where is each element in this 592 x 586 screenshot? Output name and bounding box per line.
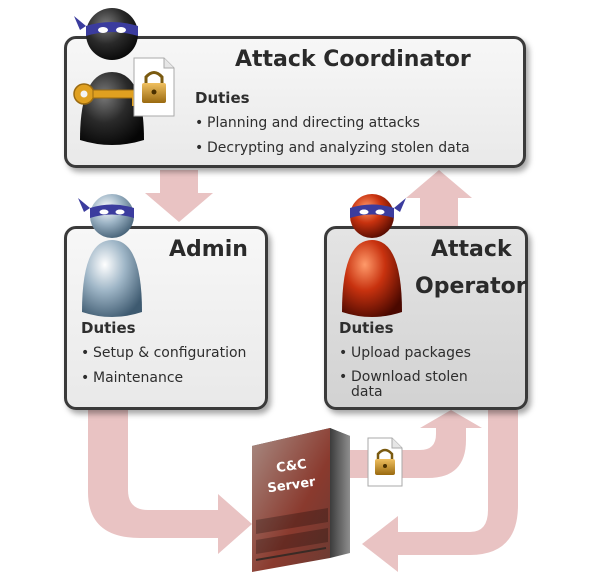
arrow-coordinator-to-admin — [145, 170, 213, 222]
arrow-admin-to-server — [88, 410, 252, 554]
arrow-operator-to-server — [362, 410, 518, 572]
locked-document-icon — [367, 437, 403, 487]
list-item: Decrypting and analyzing stolen data — [195, 140, 515, 157]
admin-box: Admin Duties Setup & configuration Maint… — [64, 226, 268, 410]
list-item: Planning and directing attacks — [195, 115, 515, 132]
operator-title-line1: Attack — [431, 237, 512, 262]
coordinator-duties-heading: Duties — [195, 89, 250, 107]
server-tower-icon — [252, 428, 350, 572]
list-item: Upload packages — [339, 345, 489, 362]
arrow-operator-to-coordinator — [406, 170, 472, 228]
coordinator-title: Attack Coordinator — [235, 47, 471, 72]
admin-duties-list: Setup & configuration Maintenance — [81, 345, 266, 395]
coordinator-duties-list: Planning and directing attacks Decryptin… — [195, 115, 515, 165]
operator-title-line2: Operator — [415, 274, 527, 299]
admin-duties-heading: Duties — [81, 319, 136, 337]
admin-title: Admin — [169, 237, 248, 262]
list-item: Download stolen data — [339, 370, 489, 400]
attack-operator-box: Attack Operator Duties Upload packages D… — [324, 226, 528, 410]
list-item: Maintenance — [81, 370, 266, 387]
server-label-line2: Server — [267, 475, 317, 497]
operator-duties-heading: Duties — [339, 319, 394, 337]
server-label-line1: C&C — [275, 457, 307, 476]
attack-coordinator-box: Attack Coordinator Duties Planning and d… — [64, 36, 526, 168]
operator-duties-list: Upload packages Download stolen data — [339, 345, 489, 408]
list-item: Setup & configuration — [81, 345, 266, 362]
